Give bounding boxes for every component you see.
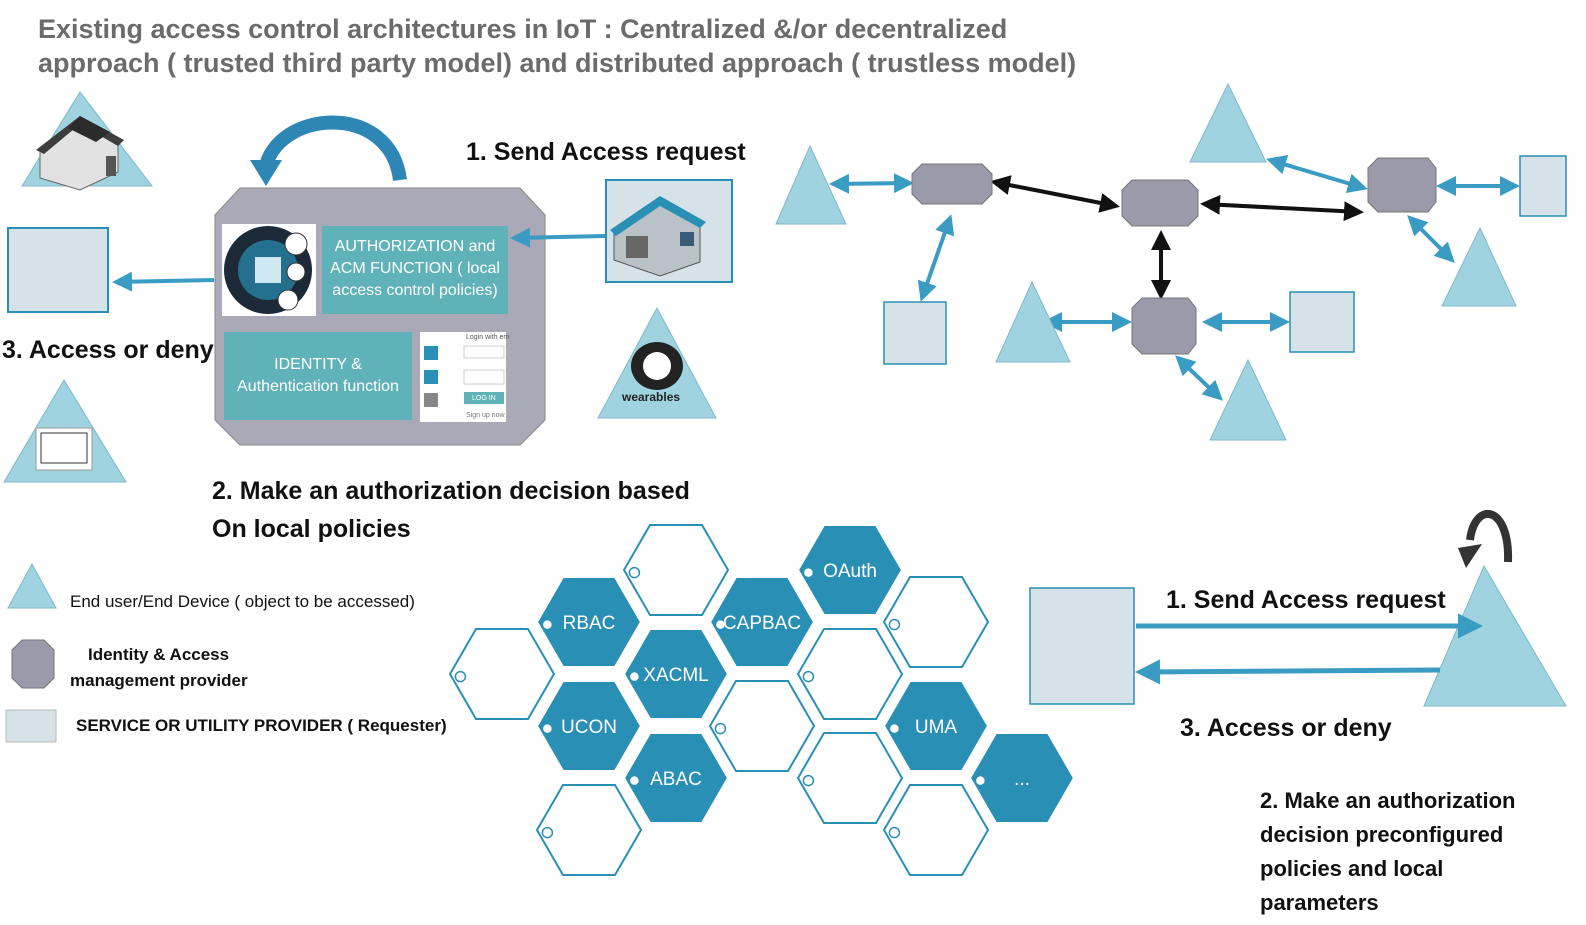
wearables-label: wearables (622, 390, 681, 404)
requester-square-left (7, 227, 109, 313)
hex-empty (622, 524, 730, 616)
peer-step-1: 1. Send Access request (1166, 586, 1446, 614)
hex-xacml (622, 628, 730, 720)
legend-iam: Identity & Access management provider (70, 642, 248, 694)
hex-label-xacml: XACML (643, 665, 708, 686)
hex-connector-dot (802, 566, 815, 579)
hex-ucon (535, 680, 643, 772)
hex-empty (448, 628, 556, 720)
peer-step-2-line-4: parameters (1260, 890, 1379, 915)
hex-connector-dot (888, 826, 901, 839)
auth-box-line-1: AUTHORIZATION and (334, 238, 496, 255)
hex-connector-dot (541, 618, 554, 631)
wearables-end-device (597, 306, 717, 419)
hex-connector-dot (888, 618, 901, 631)
legend-iam-line-1: Identity & Access (88, 645, 230, 664)
computer-end-device (3, 379, 127, 483)
hex-connector-dot (974, 774, 987, 787)
request-arrow (510, 227, 606, 248)
hex-label-ucon: UCON (561, 717, 617, 738)
signup-label: Sign up now (466, 412, 505, 419)
hex-oauth (796, 524, 904, 616)
hex-connector-dot (802, 774, 815, 787)
auth-box-line-3: access control policies) (332, 282, 498, 299)
title-line-2: approach ( trusted third party model) an… (38, 48, 1077, 78)
peer-response-arrow (1135, 659, 1441, 685)
peer-requester-square (1029, 587, 1135, 705)
hex-empty (796, 732, 904, 824)
hex-connector-dot (454, 670, 467, 683)
legend-octagon-icon (11, 639, 55, 689)
hex-label-oauth: OAuth (823, 561, 877, 582)
hex-empty (708, 680, 816, 772)
hex-label-capbac: CAPBAC (723, 613, 801, 634)
peer-step-2-line-2: decision preconfigured (1260, 822, 1504, 847)
central-step-2-line-2: On local policies (212, 515, 411, 543)
login-label: Login with em (466, 334, 510, 341)
hex-empty (535, 784, 643, 876)
auth-box-line-2: ACM FUNCTION ( local (330, 260, 500, 277)
hex-rbac (535, 576, 643, 668)
response-arrow (112, 271, 215, 292)
house-end-device (21, 91, 154, 191)
hex-label-more: ... (1014, 769, 1030, 790)
hex-more (968, 732, 1076, 824)
peer-step-3: 3. Access or deny (1180, 714, 1392, 742)
hex-label-rbac: RBAC (563, 613, 616, 634)
authorization-acm-box: AUTHORIZATION and ACM FUNCTION ( local a… (322, 226, 508, 314)
circuit-image (222, 224, 316, 316)
hex-connector-dot (714, 722, 727, 735)
login-button-label: LOG IN (472, 395, 496, 402)
legend-service: SERVICE OR UTILITY PROVIDER ( Requester) (76, 716, 447, 735)
peer-step-2-line-3: policies and local (1260, 856, 1444, 881)
hex-label-uma: UMA (915, 717, 958, 738)
hex-connector-dot (802, 670, 815, 683)
hex-connector-dot (541, 722, 554, 735)
hex-label-abac: ABAC (650, 769, 702, 790)
title-line-1: Existing access control architectures in… (38, 14, 1008, 44)
central-step-3: 3. Access or deny (2, 336, 214, 364)
hex-connector-dot (888, 722, 901, 735)
hex-capbac (708, 576, 816, 668)
peer-step-2: 2. Make an authorization decision precon… (1260, 784, 1516, 920)
peer-step-2-line-1: 2. Make an authorization (1260, 788, 1516, 813)
hex-connector-dot (541, 826, 554, 839)
hex-connector-dot (628, 566, 641, 579)
distributed-network (775, 82, 1567, 441)
diagram-title: Existing access control architectures in… (38, 12, 1238, 80)
hospital-requester (605, 179, 733, 283)
hex-empty (882, 784, 990, 876)
legend-end-user: End user/End Device ( object to be acces… (70, 592, 415, 611)
identity-box-line-1: IDENTITY & (274, 356, 362, 373)
hex-empty (882, 576, 990, 668)
central-step-2-line-1: 2. Make an authorization decision based (212, 477, 690, 505)
central-step-2: 2. Make an authorization decision based … (212, 472, 690, 548)
hex-empty (796, 628, 904, 720)
legend-triangle-icon (7, 562, 57, 609)
hex-connector-dot (628, 774, 641, 787)
hex-uma (882, 680, 990, 772)
hex-abac (622, 732, 730, 824)
legend-iam-line-2: management provider (70, 671, 248, 690)
login-form-mock (420, 332, 506, 422)
hex-connector-dot (628, 670, 641, 683)
identity-authentication-box: IDENTITY & Authentication function (224, 332, 412, 420)
self-loop-arrow (258, 115, 407, 182)
peer-self-loop-arrow (1466, 509, 1513, 563)
central-step-1: 1. Send Access request (466, 138, 746, 166)
identity-box-line-2: Authentication function (237, 378, 399, 395)
hex-connector-dot (714, 618, 727, 631)
legend-square-icon (5, 709, 57, 743)
peer-end-device-triangle (1423, 564, 1567, 707)
